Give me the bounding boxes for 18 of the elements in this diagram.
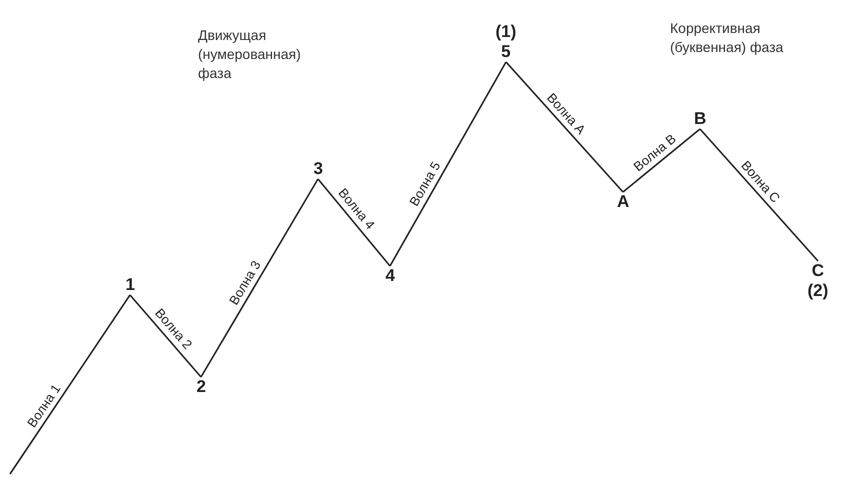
wave-line: [317, 178, 391, 266]
phase-note: Движущая (нумерованная) фаза: [198, 26, 302, 83]
wave-line: [129, 294, 202, 378]
wave-point-label: 3: [314, 159, 323, 179]
wave-line: [622, 128, 700, 193]
wave-line: [200, 178, 319, 378]
wave-point-label: C (2): [808, 261, 828, 301]
wave-line: [699, 128, 819, 262]
wave-line: [505, 61, 624, 193]
wave-point-label: 2: [196, 377, 206, 397]
wave-point-label: (1) 5: [496, 22, 516, 62]
wave-point-label: 1: [126, 275, 135, 295]
phase-note: Коррективная (буквенная) фаза: [670, 19, 784, 57]
wave-point-label: 4: [386, 266, 395, 286]
wave-line: [9, 294, 131, 474]
wave-point-label: B: [694, 109, 706, 129]
wave-point-label: A: [617, 192, 630, 212]
wave-line: [389, 62, 507, 266]
